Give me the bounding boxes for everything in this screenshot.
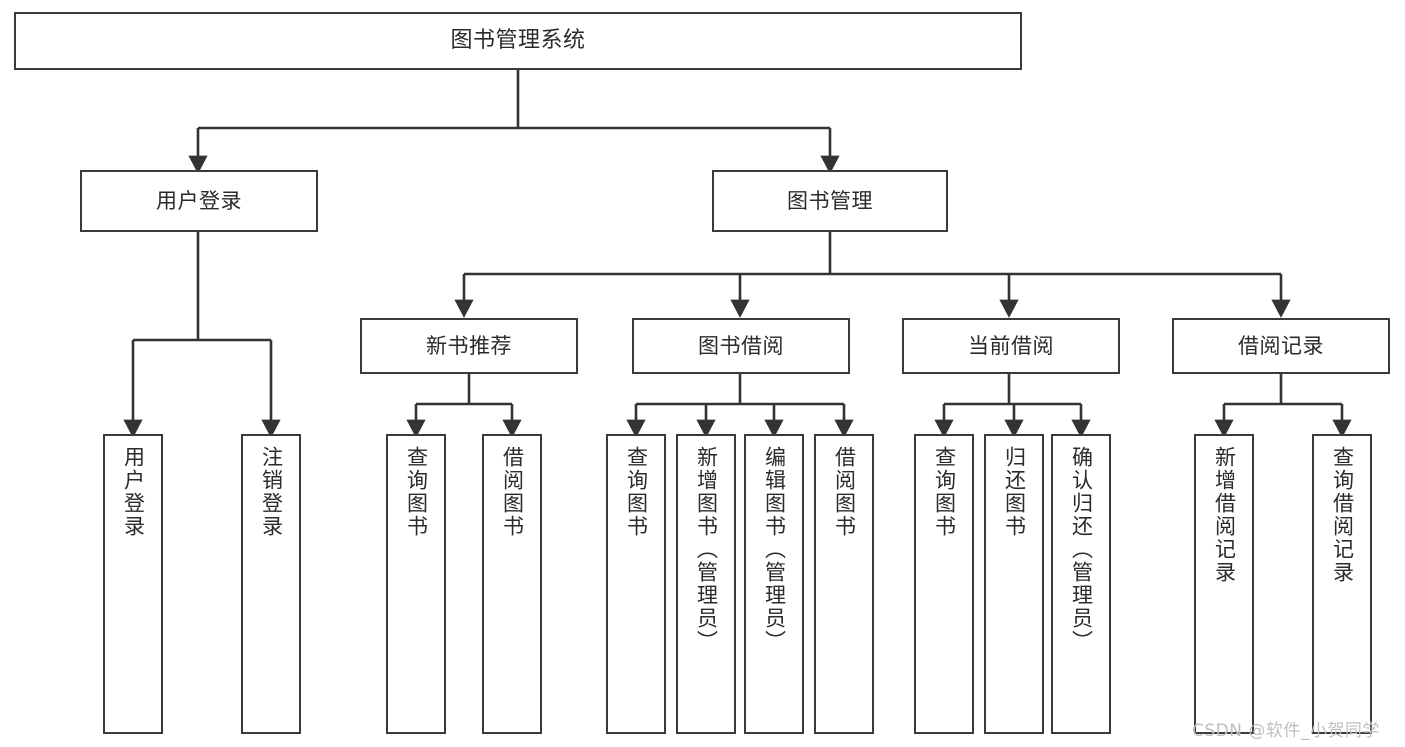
node-label: 借阅记录 <box>1238 333 1324 358</box>
node-root-book-management-system[interactable]: 图书管理系统 <box>14 12 1022 70</box>
node-leaf-user-login[interactable]: 用户登录 <box>103 434 163 734</box>
node-label: 当前借阅 <box>968 333 1054 358</box>
node-current-borrowing[interactable]: 当前借阅 <box>902 318 1120 374</box>
node-book-borrowing[interactable]: 图书借阅 <box>632 318 850 374</box>
node-leaf-query-borrow-record[interactable]: 查询借阅记录 <box>1312 434 1372 734</box>
node-label: 图书管理 <box>787 188 873 213</box>
csdn-watermark: CSDN @软件_小贺同学 <box>1192 721 1380 741</box>
node-leaf-return-book[interactable]: 归还图书 <box>984 434 1044 734</box>
node-label: 查询借阅记录 <box>1330 446 1355 584</box>
node-label: 新书推荐 <box>426 333 512 358</box>
node-label: 新增图书（管理员） <box>694 446 719 653</box>
node-leaf-query-book-2[interactable]: 查询图书 <box>606 434 666 734</box>
node-leaf-query-book-3[interactable]: 查询图书 <box>914 434 974 734</box>
node-label: 新增借阅记录 <box>1212 446 1237 584</box>
node-leaf-logout[interactable]: 注销登录 <box>241 434 301 734</box>
node-leaf-query-book-1[interactable]: 查询图书 <box>386 434 446 734</box>
node-label: 借阅图书 <box>500 446 525 538</box>
node-label: 编辑图书（管理员） <box>762 446 787 653</box>
node-label: 借阅图书 <box>832 446 857 538</box>
node-label: 确认归还（管理员） <box>1069 446 1094 653</box>
node-leaf-confirm-return[interactable]: 确认归还（管理员） <box>1051 434 1111 734</box>
node-leaf-edit-book[interactable]: 编辑图书（管理员） <box>744 434 804 734</box>
node-label: 归还图书 <box>1002 446 1027 538</box>
node-label: 注销登录 <box>259 446 284 538</box>
node-leaf-borrow-book-2[interactable]: 借阅图书 <box>814 434 874 734</box>
node-user-login[interactable]: 用户登录 <box>80 170 318 232</box>
node-leaf-borrow-book-1[interactable]: 借阅图书 <box>482 434 542 734</box>
node-book-management[interactable]: 图书管理 <box>712 170 948 232</box>
node-label: 查询图书 <box>624 446 649 538</box>
node-label: 用户登录 <box>121 446 146 538</box>
node-label: 图书借阅 <box>698 333 784 358</box>
node-leaf-add-borrow-record[interactable]: 新增借阅记录 <box>1194 434 1254 734</box>
node-label: 查询图书 <box>932 446 957 538</box>
node-leaf-add-book[interactable]: 新增图书（管理员） <box>676 434 736 734</box>
node-label: 用户登录 <box>156 188 242 213</box>
node-label: 图书管理系统 <box>450 28 586 54</box>
node-label: 查询图书 <box>404 446 429 538</box>
node-borrowing-record[interactable]: 借阅记录 <box>1172 318 1390 374</box>
node-new-book-recommendation[interactable]: 新书推荐 <box>360 318 578 374</box>
